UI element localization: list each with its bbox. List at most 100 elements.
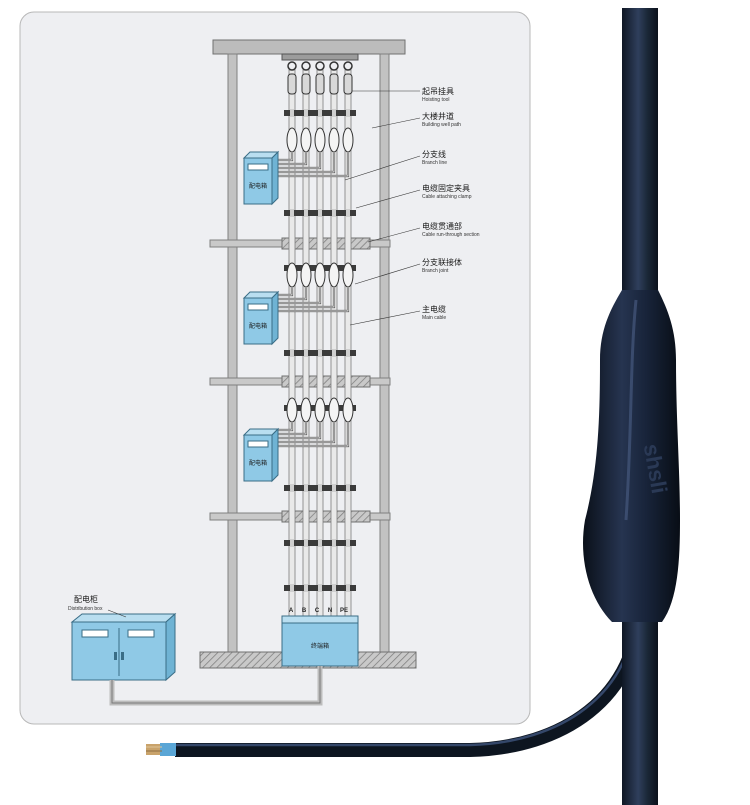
- branch-joint-icon: [300, 397, 312, 423]
- grip-sleeve: [301, 73, 311, 95]
- phase-label: C: [315, 608, 320, 614]
- svg-text:分支联接体: 分支联接体: [422, 257, 462, 267]
- clamp-jaw: [346, 539, 350, 547]
- callout-joint: 分支联接体 Branch joint: [354, 257, 462, 285]
- svg-text:电缆固定夹具: 电缆固定夹具: [422, 183, 470, 193]
- grip-sleeve: [287, 73, 297, 95]
- distribution-box-cn: 配电柜: [74, 594, 98, 604]
- branch-joint-icon: [342, 127, 354, 153]
- building-shaft: [199, 39, 417, 669]
- branch-joint-icon: [328, 262, 340, 288]
- hook-icon: [329, 61, 339, 71]
- clamp-jaw: [304, 349, 308, 357]
- clamp-jaw: [318, 209, 322, 217]
- phase-label: N: [328, 608, 332, 614]
- meter-window: [247, 303, 269, 311]
- hoisting-hooks: [281, 53, 359, 95]
- clamp-jaw: [290, 584, 294, 592]
- meter-box-side: [271, 427, 279, 483]
- callout-maincable: 主电缆 Main cable: [349, 304, 446, 326]
- branch-joint-icon: [314, 397, 326, 423]
- branch-joint-icon: [300, 262, 312, 288]
- grip-sleeve: [315, 73, 325, 95]
- grip-sleeve: [343, 73, 353, 95]
- clamp-jaw: [290, 484, 294, 492]
- distribution-cabinet: 配电柜 Distribution box: [68, 594, 177, 682]
- clamp-jaw: [332, 109, 336, 117]
- clamp-jaw: [290, 209, 294, 217]
- clamp-jaw: [332, 349, 336, 357]
- callout-wellpath: 大楼井道 Building well path: [371, 111, 461, 129]
- branch-joint-icon: [342, 397, 354, 423]
- clamp-jaw: [304, 539, 308, 547]
- svg-text:分支线: 分支线: [422, 149, 446, 159]
- callout-runthrough: 电缆贯通部 Cable run-through section: [367, 221, 480, 243]
- meter-box-side: [271, 150, 279, 206]
- clamp-jaw: [346, 109, 350, 117]
- diagram-panel: [19, 11, 531, 725]
- callout-clamp: 电缆固定夹具 Cable attaching clamp: [355, 183, 472, 209]
- branch-joint-icon: [314, 262, 326, 288]
- hanger-bar: [281, 53, 359, 61]
- branch-joint-icon: [300, 127, 312, 153]
- meter-box-label: 配电箱: [249, 182, 267, 190]
- svg-text:Branch joint: Branch joint: [422, 268, 449, 274]
- clamp-jaw: [346, 209, 350, 217]
- meter-window: [247, 440, 269, 448]
- hook-icon: [287, 61, 297, 71]
- clamp-jaw: [332, 484, 336, 492]
- clamp-jaw: [332, 209, 336, 217]
- meter-box-label: 配电箱: [249, 322, 267, 330]
- branch-joint-icon: [328, 397, 340, 423]
- branch-joint-icon: [328, 127, 340, 153]
- branch-joint-icon: [286, 397, 298, 423]
- meter-box-label: 配电箱: [249, 459, 267, 467]
- hook-icon: [301, 61, 311, 71]
- clamp-jaw: [332, 584, 336, 592]
- branch-joint-icon: [314, 127, 326, 153]
- phase-label: A: [289, 608, 294, 614]
- svg-text:Cable attaching clamp: Cable attaching clamp: [422, 194, 472, 200]
- clamp-jaw: [346, 349, 350, 357]
- branch-joint-icon: [342, 262, 354, 288]
- clamp-jaw: [318, 484, 322, 492]
- svg-text:起吊挂具: 起吊挂具: [422, 86, 454, 96]
- svg-text:Building well path: Building well path: [422, 122, 461, 128]
- clamp-jaw: [290, 349, 294, 357]
- grip-sleeve: [329, 73, 339, 95]
- branch-joint-icon: [286, 262, 298, 288]
- clamp-jaw: [332, 539, 336, 547]
- hook-icon: [315, 61, 325, 71]
- svg-text:Main cable: Main cable: [422, 315, 446, 321]
- callout-branchline: 分支线 Branch line: [344, 149, 447, 181]
- callout-hoisting: 起吊挂具 Hoisting tool: [352, 86, 454, 103]
- clamp-jaw: [304, 209, 308, 217]
- clamp-jaw: [304, 584, 308, 592]
- main-cable-photo: [622, 8, 658, 298]
- branch-joints: [274, 127, 354, 448]
- clamp-jaw: [318, 539, 322, 547]
- hook-icon: [343, 61, 353, 71]
- branch-cable-product: shsli: [146, 8, 680, 805]
- svg-text:Cable run-through section: Cable run-through section: [422, 232, 480, 238]
- clamp-jaw: [304, 109, 308, 117]
- clamp-jaw: [318, 584, 322, 592]
- phase-label: B: [302, 608, 307, 614]
- terminal-box: 终端箱 A B C N PE: [281, 608, 359, 667]
- clamp-jaw: [346, 484, 350, 492]
- clamp-jaw: [318, 349, 322, 357]
- svg-text:主电缆: 主电缆: [422, 304, 446, 314]
- terminal-box-label: 终端箱: [311, 642, 329, 650]
- svg-text:Branch line: Branch line: [422, 160, 447, 166]
- svg-text:大楼井道: 大楼井道: [422, 111, 454, 121]
- phase-label: PE: [340, 608, 348, 614]
- svg-text:Hoisting tool: Hoisting tool: [422, 97, 450, 103]
- clamp-jaw: [290, 109, 294, 117]
- branch-joint-photo: [583, 290, 680, 622]
- distribution-box-en: Distribution box: [68, 606, 103, 612]
- clamp-jaw: [290, 539, 294, 547]
- clamp-jaw: [304, 484, 308, 492]
- clamp-jaw: [318, 109, 322, 117]
